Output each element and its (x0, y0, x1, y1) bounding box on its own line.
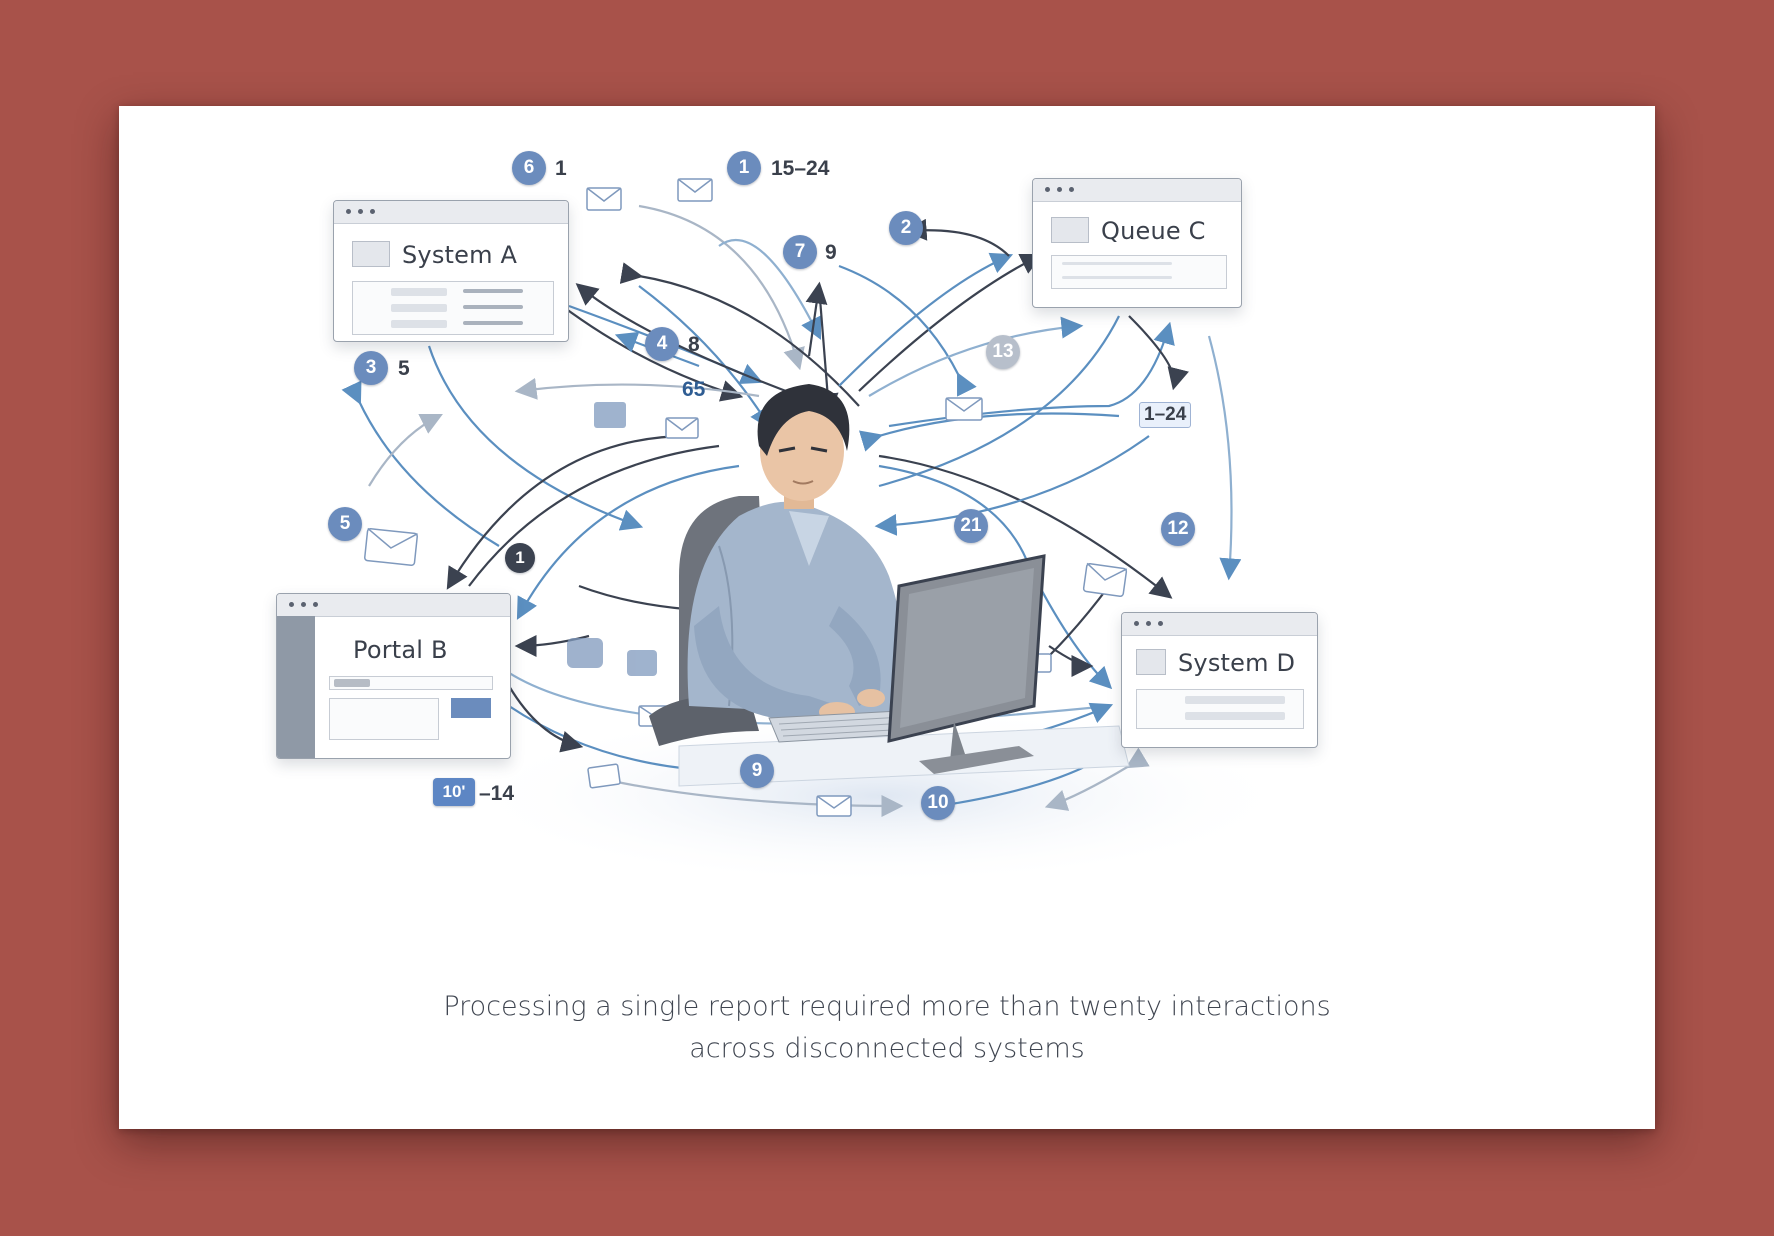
step-badge: 1 (727, 151, 761, 185)
step-badge: 10' (433, 778, 475, 806)
person-at-computer (649, 384, 1130, 787)
step-badge: 6 (512, 151, 546, 185)
mail-icon (1051, 217, 1089, 243)
system-d-window[interactable]: System D (1121, 612, 1318, 748)
illustration-card: System A Queue C Portal B System D (119, 106, 1655, 1129)
sidebar (277, 616, 315, 758)
step-badge: 2 (889, 211, 923, 245)
step-label: 65 (682, 378, 706, 401)
table (1051, 255, 1227, 289)
step-badge: 4 (645, 327, 679, 361)
square-icon (1136, 649, 1166, 675)
window-titlebar (1033, 179, 1241, 202)
table (352, 281, 554, 335)
step-label: 9 (825, 241, 837, 264)
system-a-window[interactable]: System A (333, 200, 569, 342)
window-titlebar (277, 594, 510, 617)
step-label: –14 (479, 782, 515, 805)
step-label: 1 (555, 157, 567, 180)
table (1136, 689, 1304, 729)
caption: Processing a single report required more… (119, 986, 1655, 1070)
step-badge: 21 (954, 509, 988, 543)
window-titlebar (1122, 613, 1317, 636)
queue-c-window[interactable]: Queue C (1032, 178, 1242, 308)
submit-button[interactable] (451, 698, 491, 718)
caption-text: Processing a single report required more… (443, 991, 1331, 1064)
portal-b-window[interactable]: Portal B (276, 593, 511, 759)
mail-icon (352, 241, 390, 267)
step-badge: 3 (354, 351, 388, 385)
step-badge: 1 (505, 543, 535, 573)
window-title: Portal B (353, 636, 448, 664)
step-badge: 5 (328, 507, 362, 541)
step-label: 8 (688, 333, 700, 356)
form-field (329, 698, 439, 740)
step-tag: 1–24 (1139, 402, 1192, 428)
progress-field (329, 676, 493, 690)
step-badge: 10 (921, 786, 955, 820)
step-label: 15–24 (771, 157, 830, 180)
workflow-illustration (341, 178, 1299, 886)
step-badge: 12 (1161, 512, 1195, 546)
window-title: System D (1178, 649, 1296, 677)
window-titlebar (334, 201, 568, 224)
step-label: 5 (398, 357, 410, 380)
window-title: System A (402, 241, 518, 269)
step-badge: 7 (783, 235, 817, 269)
step-badge: 9 (740, 754, 774, 788)
window-title: Queue C (1101, 217, 1206, 245)
step-badge: 13 (986, 335, 1020, 369)
